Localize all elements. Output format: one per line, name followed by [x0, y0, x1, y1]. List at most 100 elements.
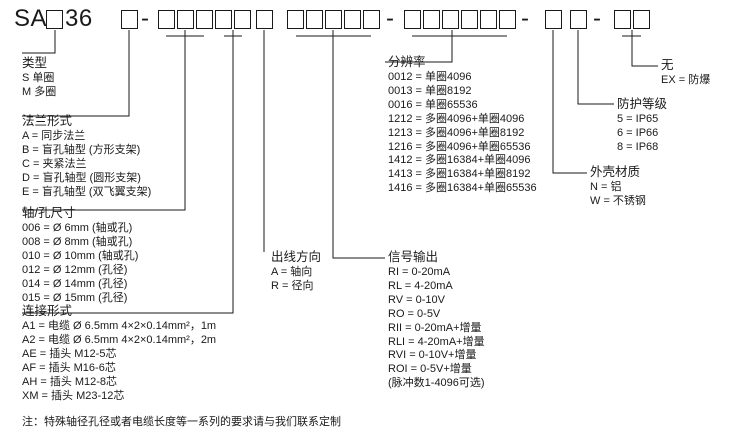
type-item: S 单圈 [22, 72, 55, 84]
group-housing: 外壳材质 N = 铝 W = 不锈钢 [590, 165, 646, 209]
code-box-res-6 [499, 10, 516, 29]
code-box-res-1 [404, 10, 421, 29]
code-dash-2: - [386, 5, 394, 32]
leader-housing [552, 30, 587, 174]
leader-resolution [385, 30, 507, 63]
shaft-item: 008 = Ø 8mm (轴或孔) [22, 235, 133, 248]
group-outlet-title: 出线方向 [271, 250, 322, 264]
code-dash-3: - [521, 5, 529, 32]
code-box-conn-2 [234, 10, 251, 29]
code-box-ex-2 [633, 10, 650, 29]
protection-item: 5 = IP65 [617, 113, 659, 125]
connection-item: XM = 插头 M23-12芯 [22, 389, 125, 402]
signal-item: RVI = 0-10V+增量 [388, 349, 477, 362]
group-signal-title: 信号输出 [388, 250, 439, 264]
code-model: 36 [65, 5, 93, 32]
code-prefix: SA [14, 5, 48, 32]
type-item: M 多圈 [22, 85, 57, 98]
code-box-ex-1 [614, 10, 631, 29]
code-box-protection [570, 10, 587, 29]
leader-protection [577, 30, 614, 105]
resolution-item: 1416 = 多圈16384+单圈65536 [388, 182, 537, 195]
code-box-outlet [256, 10, 273, 29]
flange-item: E = 盲孔轴型 (双飞翼支架) [22, 185, 152, 198]
group-resolution: 分辨率 0012 = 单圈4096 0013 = 单圈8192 0016 = 单… [388, 55, 537, 196]
connection-item: AF = 插头 M16-6芯 [22, 361, 116, 374]
code-dash-4: - [593, 5, 601, 32]
flange-item: B = 盲孔轴型 (方形支架) [22, 143, 141, 156]
group-ex-title: 无 [661, 58, 674, 72]
group-flange: 法兰形式 A = 同步法兰 B = 盲孔轴型 (方形支架) C = 夹紧法兰 D… [22, 114, 151, 200]
resolution-item: 0012 = 单圈4096 [388, 71, 472, 83]
signal-item: RO = 0-5V [388, 307, 441, 320]
resolution-item: 1212 = 多圈4096+单圈4096 [388, 112, 525, 125]
code-box-res-3 [442, 10, 459, 29]
resolution-item: 1413 = 多圈16384+单圈8192 [388, 168, 531, 181]
code-box-shaft-2 [177, 10, 194, 29]
code-box-shaft-3 [196, 10, 213, 29]
group-signal: 信号输出 RI = 0-20mA RL = 4-20mA RV = 0-10V … [388, 250, 485, 391]
group-resolution-title: 分辨率 [388, 55, 426, 69]
code-box-signal-3 [325, 10, 342, 29]
leader-flange [22, 30, 130, 117]
shaft-item: 006 = Ø 6mm (轴或孔) [22, 222, 133, 234]
group-connection: 连接形式 A1 = 电缆 Ø 6.5mm 4×2×0.14mm²，1m A2 =… [22, 304, 216, 403]
outlet-item: A = 轴向 [271, 266, 313, 278]
shaft-item: 012 = Ø 12mm (孔径) [22, 263, 128, 276]
group-type: 类型 S 单圈 M 多圈 [22, 56, 56, 100]
group-ex: 无 EX = 防爆 [661, 58, 710, 88]
flange-item: D = 盲孔轴型 (圆形支架) [22, 171, 141, 184]
signal-item: (脉冲数1-4096可选) [388, 377, 485, 390]
leader-signal [296, 30, 385, 259]
code-box-signal-1 [287, 10, 304, 29]
group-connection-title: 连接形式 [22, 304, 73, 318]
shaft-item: 014 = Ø 14mm (孔径) [22, 277, 128, 290]
ex-item: EX = 防爆 [661, 74, 711, 86]
leader-ex [622, 30, 658, 67]
group-shaft: 轴/孔尺寸 006 = Ø 6mm (轴或孔) 008 = Ø 8mm (轴或孔… [22, 206, 138, 305]
housing-item: W = 不锈钢 [590, 194, 646, 207]
shaft-item: 010 = Ø 10mm (轴或孔) [22, 249, 139, 262]
signal-item: RI = 0-20mA [388, 266, 451, 278]
footnote: 注：特殊轴径孔径或者电缆长度等一系列的要求请与我们联系定制 [22, 416, 341, 428]
connection-item: A1 = 电缆 Ø 6.5mm 4×2×0.14mm²，1m [22, 320, 217, 332]
code-box-signal-5 [363, 10, 380, 29]
group-type-title: 类型 [22, 56, 48, 70]
leader-shaft [22, 30, 204, 211]
resolution-item: 1412 = 多圈16384+单圈4096 [388, 154, 531, 167]
signal-item: RLI = 4-20mA+增量 [388, 335, 485, 348]
resolution-item: 1213 = 多圈4096+单圈8192 [388, 126, 525, 139]
leader-connection [22, 30, 242, 314]
code-box-res-5 [480, 10, 497, 29]
group-protection-title: 防护等级 [617, 97, 668, 111]
code-box-flange [121, 10, 138, 29]
code-box-shaft-1 [158, 10, 175, 29]
group-outlet: 出线方向 A = 轴向 R = 径向 [271, 250, 321, 294]
code-box-signal-2 [306, 10, 323, 29]
connection-item: AE = 插头 M12-5芯 [22, 347, 117, 360]
shaft-item: 015 = Ø 15mm (孔径) [22, 291, 128, 304]
code-box-res-2 [423, 10, 440, 29]
code-box-res-4 [461, 10, 478, 29]
signal-item: RV = 0-10V [388, 293, 445, 306]
code-box-signal-4 [344, 10, 361, 29]
resolution-item: 1216 = 多圈4096+单圈65536 [388, 140, 531, 153]
flange-item: C = 夹紧法兰 [22, 157, 87, 170]
group-protection: 防护等级 5 = IP65 6 = IP66 8 = IP68 [617, 97, 667, 155]
resolution-item: 0016 = 单圈65536 [388, 98, 478, 111]
signal-item: RL = 4-20mA [388, 279, 453, 292]
code-box-type [46, 10, 63, 29]
leader-type [22, 30, 56, 54]
group-housing-title: 外壳材质 [590, 165, 641, 179]
code-dash-1: - [141, 5, 149, 32]
group-flange-title: 法兰形式 [22, 114, 73, 128]
protection-item: 8 = IP68 [617, 140, 659, 153]
code-box-conn-1 [215, 10, 232, 29]
signal-item: ROI = 0-5V+增量 [388, 363, 472, 376]
housing-item: N = 铝 [590, 181, 622, 193]
connection-item: AH = 插头 M12-8芯 [22, 375, 118, 388]
protection-item: 6 = IP66 [617, 126, 659, 139]
signal-item: RII = 0-20mA+增量 [388, 321, 482, 334]
group-shaft-title: 轴/孔尺寸 [22, 206, 76, 220]
